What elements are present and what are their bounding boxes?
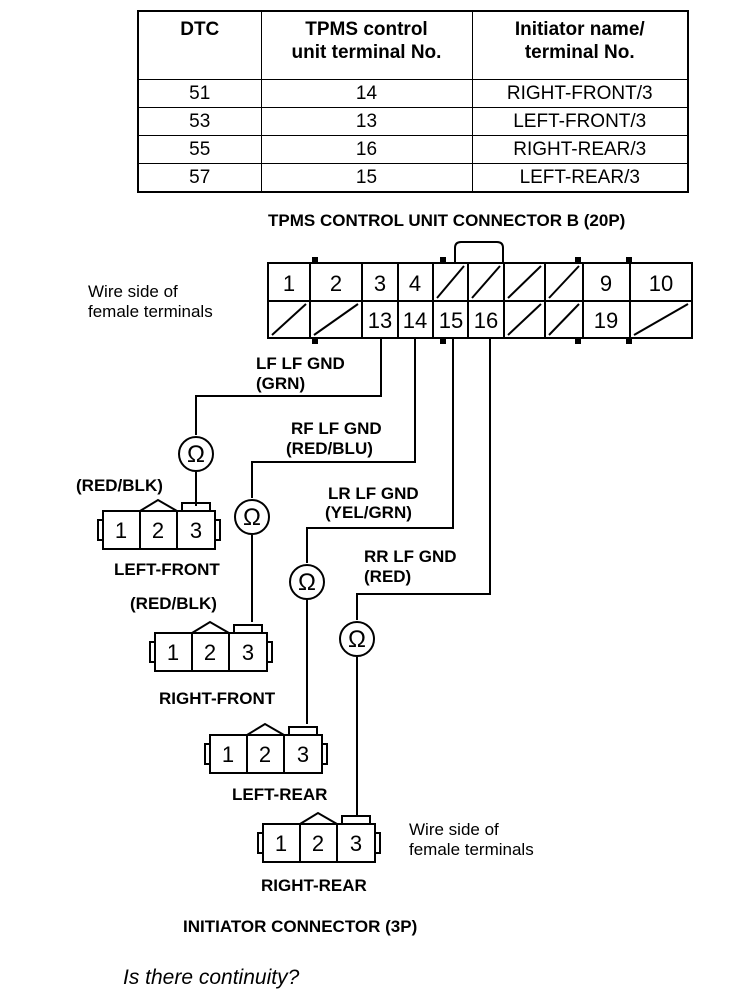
terminal-4: 4	[409, 271, 421, 296]
wire-circuit-lr: LR LF GND	[328, 484, 419, 503]
initiator-connector-left-rear	[204, 722, 328, 774]
terminal-16: 16	[474, 308, 498, 333]
pin-1: 1	[115, 518, 127, 543]
table-row: 55 16 RIGHT-REAR/3	[137, 135, 689, 164]
initiator-name-left-front: LEFT-FRONT	[114, 560, 220, 579]
initiator-wire-color-left-front: (RED/BLK)	[76, 476, 163, 495]
ohmmeter-icon	[289, 564, 325, 600]
pin-2: 2	[204, 640, 216, 665]
initiator-side-label: Wire side of female terminals	[409, 820, 534, 859]
ohmmeter-icon	[178, 436, 214, 472]
initiator-name-left-rear: LEFT-REAR	[232, 785, 328, 804]
terminal-13: 13	[368, 308, 392, 333]
pin-2: 2	[259, 742, 271, 767]
initiator-connector-right-rear	[257, 811, 381, 863]
terminal-9: 9	[600, 271, 612, 296]
initiator-connector-title: INITIATOR CONNECTOR (3P)	[183, 917, 418, 936]
table-cell: 13	[260, 107, 473, 136]
ohmmeter-icon	[234, 499, 270, 535]
header-initiator: Initiator name/ terminal No.	[471, 10, 689, 80]
pin-2: 2	[152, 518, 164, 543]
ohm-symbol: Ω	[187, 441, 205, 468]
table-cell: 51	[137, 79, 262, 108]
ohmmeter-icon	[339, 621, 375, 657]
wire-color-lf: (GRN)	[256, 374, 306, 393]
pin-3: 3	[242, 640, 254, 665]
table-cell: LEFT-REAR/3	[471, 163, 689, 193]
header-tpms-terminal: TPMS control unit terminal No.	[260, 10, 473, 80]
table-cell: 16	[260, 135, 473, 164]
terminal-3: 3	[374, 271, 386, 296]
pin-3: 3	[190, 518, 202, 543]
wire-color-rr: (RED)	[364, 567, 412, 586]
continuity-question: Is there continuity?	[123, 966, 300, 989]
pin-3: 3	[297, 742, 309, 767]
initiator-connector-right-front	[149, 620, 273, 672]
table-cell: RIGHT-REAR/3	[471, 135, 689, 164]
initiator-connector-left-front	[97, 498, 221, 550]
initiator-name-right-front: RIGHT-FRONT	[159, 689, 276, 708]
wire-color-lr: (YEL/GRN)	[325, 503, 412, 522]
wire-color-rf: (RED/BLU)	[286, 439, 373, 458]
pin-1: 1	[222, 742, 234, 767]
terminal-15: 15	[439, 308, 463, 333]
terminal-2: 2	[330, 271, 342, 296]
table-cell: 15	[260, 163, 473, 193]
table-cell: 57	[137, 163, 262, 193]
pin-1: 1	[167, 640, 179, 665]
table-header-row: DTC TPMS control unit terminal No. Initi…	[137, 10, 689, 80]
wire-circuit-rf: RF LF GND	[291, 419, 382, 438]
table-row: 53 13 LEFT-FRONT/3	[137, 107, 689, 136]
table-cell: 55	[137, 135, 262, 164]
pin-1: 1	[275, 831, 287, 856]
ohm-symbol: Ω	[348, 626, 366, 653]
connector-b-title: TPMS CONTROL UNIT CONNECTOR B (20P)	[268, 211, 626, 230]
terminal-10: 10	[649, 271, 673, 296]
ohm-symbol: Ω	[243, 504, 261, 531]
table-row: 57 15 LEFT-REAR/3	[137, 163, 689, 193]
wire-circuit-lf: LF LF GND	[256, 354, 345, 373]
terminal-14: 14	[403, 308, 427, 333]
initiator-name-right-rear: RIGHT-REAR	[261, 876, 367, 895]
table-cell: LEFT-FRONT/3	[471, 107, 689, 136]
terminal-1: 1	[283, 271, 295, 296]
table-cell: 53	[137, 107, 262, 136]
connector-b-side-label: Wire side of female terminals	[88, 282, 213, 321]
wire-circuit-rr: RR LF GND	[364, 547, 457, 566]
dtc-table: DTC TPMS control unit terminal No. Initi…	[137, 10, 689, 193]
table-cell: RIGHT-FRONT/3	[471, 79, 689, 108]
pin-3: 3	[350, 831, 362, 856]
ohm-symbol: Ω	[298, 569, 316, 596]
initiator-wire-color-right-front: (RED/BLK)	[130, 594, 217, 613]
terminal-19: 19	[594, 308, 618, 333]
pin-2: 2	[312, 831, 324, 856]
